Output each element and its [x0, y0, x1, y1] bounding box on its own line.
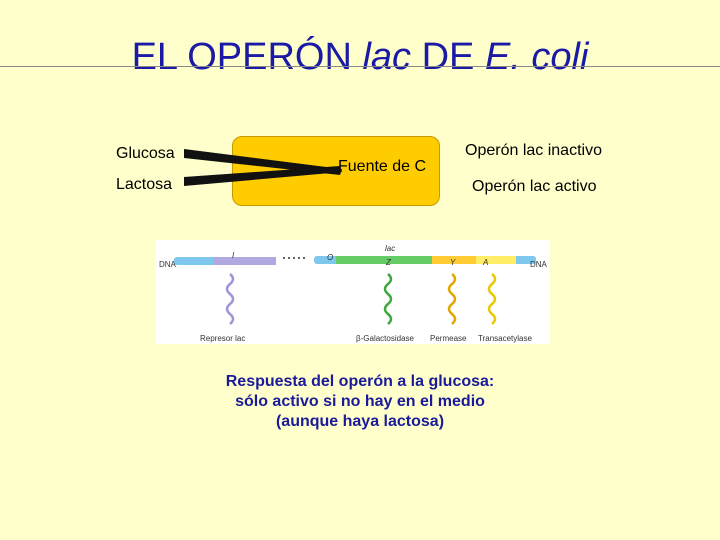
glucose-arrow	[184, 149, 342, 175]
gene-y-label: Y	[450, 258, 456, 267]
dot	[298, 257, 300, 259]
transacetylase-mrna	[487, 273, 497, 325]
answer-line-2: sólo activo si no hay en el medio	[235, 393, 485, 410]
transacetylase-label: Transacetylase	[478, 334, 532, 343]
gene-a-segment	[476, 256, 516, 264]
lactose-label: Lactosa	[116, 176, 173, 193]
dot	[283, 257, 285, 259]
dna-left-label: DNA	[159, 260, 176, 269]
galactosidase-mrna	[383, 273, 393, 325]
gene-z-label: Z	[386, 258, 391, 267]
answer-line-3: (aunque haya lactosa)	[275, 413, 445, 430]
permease-mrna	[447, 273, 457, 325]
lac-label: lac	[385, 244, 396, 253]
gene-z-segment	[336, 256, 432, 264]
lac-operon-diagram: DNA DNA I O lac Z Y A Represor lac β-Gal…	[156, 240, 550, 344]
operator-label: O	[327, 253, 334, 262]
repressor-label: Represor lac	[200, 334, 246, 343]
title-divider	[0, 66, 720, 67]
gene-a-label: A	[483, 258, 489, 267]
operon-active-label: Operón lac activo	[472, 178, 597, 195]
lactose-arrow	[184, 166, 342, 186]
page-title: EL OPERÓN lac DE E. coli	[131, 36, 589, 78]
dna-right-label: DNA	[530, 260, 547, 269]
answer-line-1: Respuesta del operón a la glucosa:	[225, 373, 495, 390]
dot	[288, 257, 290, 259]
dot	[303, 257, 305, 259]
gene-i-label: I	[232, 251, 235, 260]
repressor-mrna	[225, 273, 235, 325]
operon-inactive-label: Operón lac inactivo	[465, 142, 602, 159]
operon-drawing	[174, 256, 536, 325]
galactosidase-label: β-Galactosidase	[356, 334, 414, 343]
dot	[293, 257, 295, 259]
answer-text: Respuesta del operón a la glucosa: sólo …	[190, 372, 530, 432]
glucose-label: Glucosa	[116, 145, 175, 162]
permease-label: Permease	[430, 334, 467, 343]
gene-y-segment	[432, 256, 476, 264]
carbon-source-label: Fuente de C	[338, 158, 427, 175]
gene-i-segment	[214, 257, 276, 265]
